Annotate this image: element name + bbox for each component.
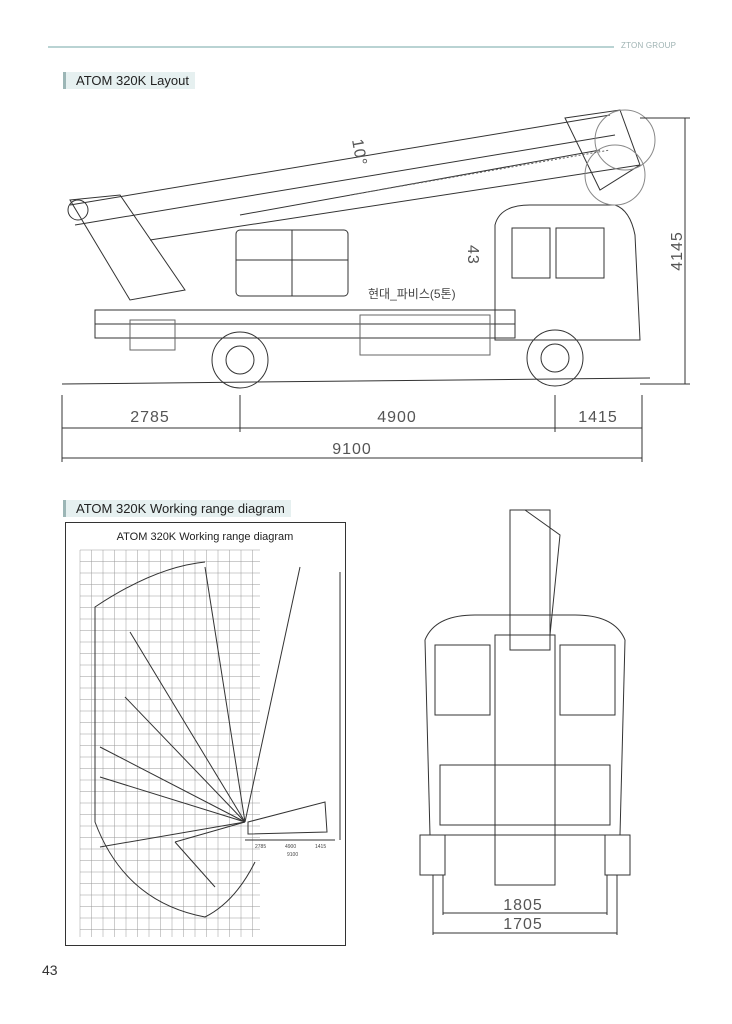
dim-rear-overhang: 2785 (130, 409, 170, 426)
section-title-working-range: ATOM 320K Working range diagram (63, 500, 291, 517)
vehicle-label: 현대_파비스(5톤) (368, 287, 456, 301)
mini-dim-2: 4900 (285, 844, 296, 850)
dim-outer-track: 1805 (503, 897, 543, 914)
dim-overall-length: 9100 (332, 441, 372, 458)
dim-inner-track: 1705 (503, 916, 543, 933)
truck-front-view-drawing: 1805 1705 (419, 509, 631, 935)
mini-dim-3: 1415 (315, 844, 326, 850)
angle-label-2: 43 (464, 245, 481, 265)
header-divider (48, 46, 614, 48)
mini-dim-4: 9100 (287, 852, 298, 858)
page-number: 43 (42, 962, 58, 978)
diagram-title: ATOM 320K Working range diagram (117, 531, 294, 543)
mini-dim-1: 2785 (255, 844, 266, 850)
truck-side-layout-drawing: 2785 4900 1415 9100 4145 10° 43 현대_파비스(5… (61, 109, 690, 462)
brand-label: ZTON GROUP (621, 41, 677, 50)
dim-wheelbase: 4900 (377, 409, 417, 426)
section-title-layout: ATOM 320K Layout (63, 72, 195, 89)
dim-front-overhang: 1415 (578, 409, 618, 426)
dim-height: 4145 (669, 231, 686, 271)
working-range-diagram: ATOM 320K Working range diagram 2785 490… (65, 522, 346, 946)
angle-label: 10° (348, 138, 369, 168)
